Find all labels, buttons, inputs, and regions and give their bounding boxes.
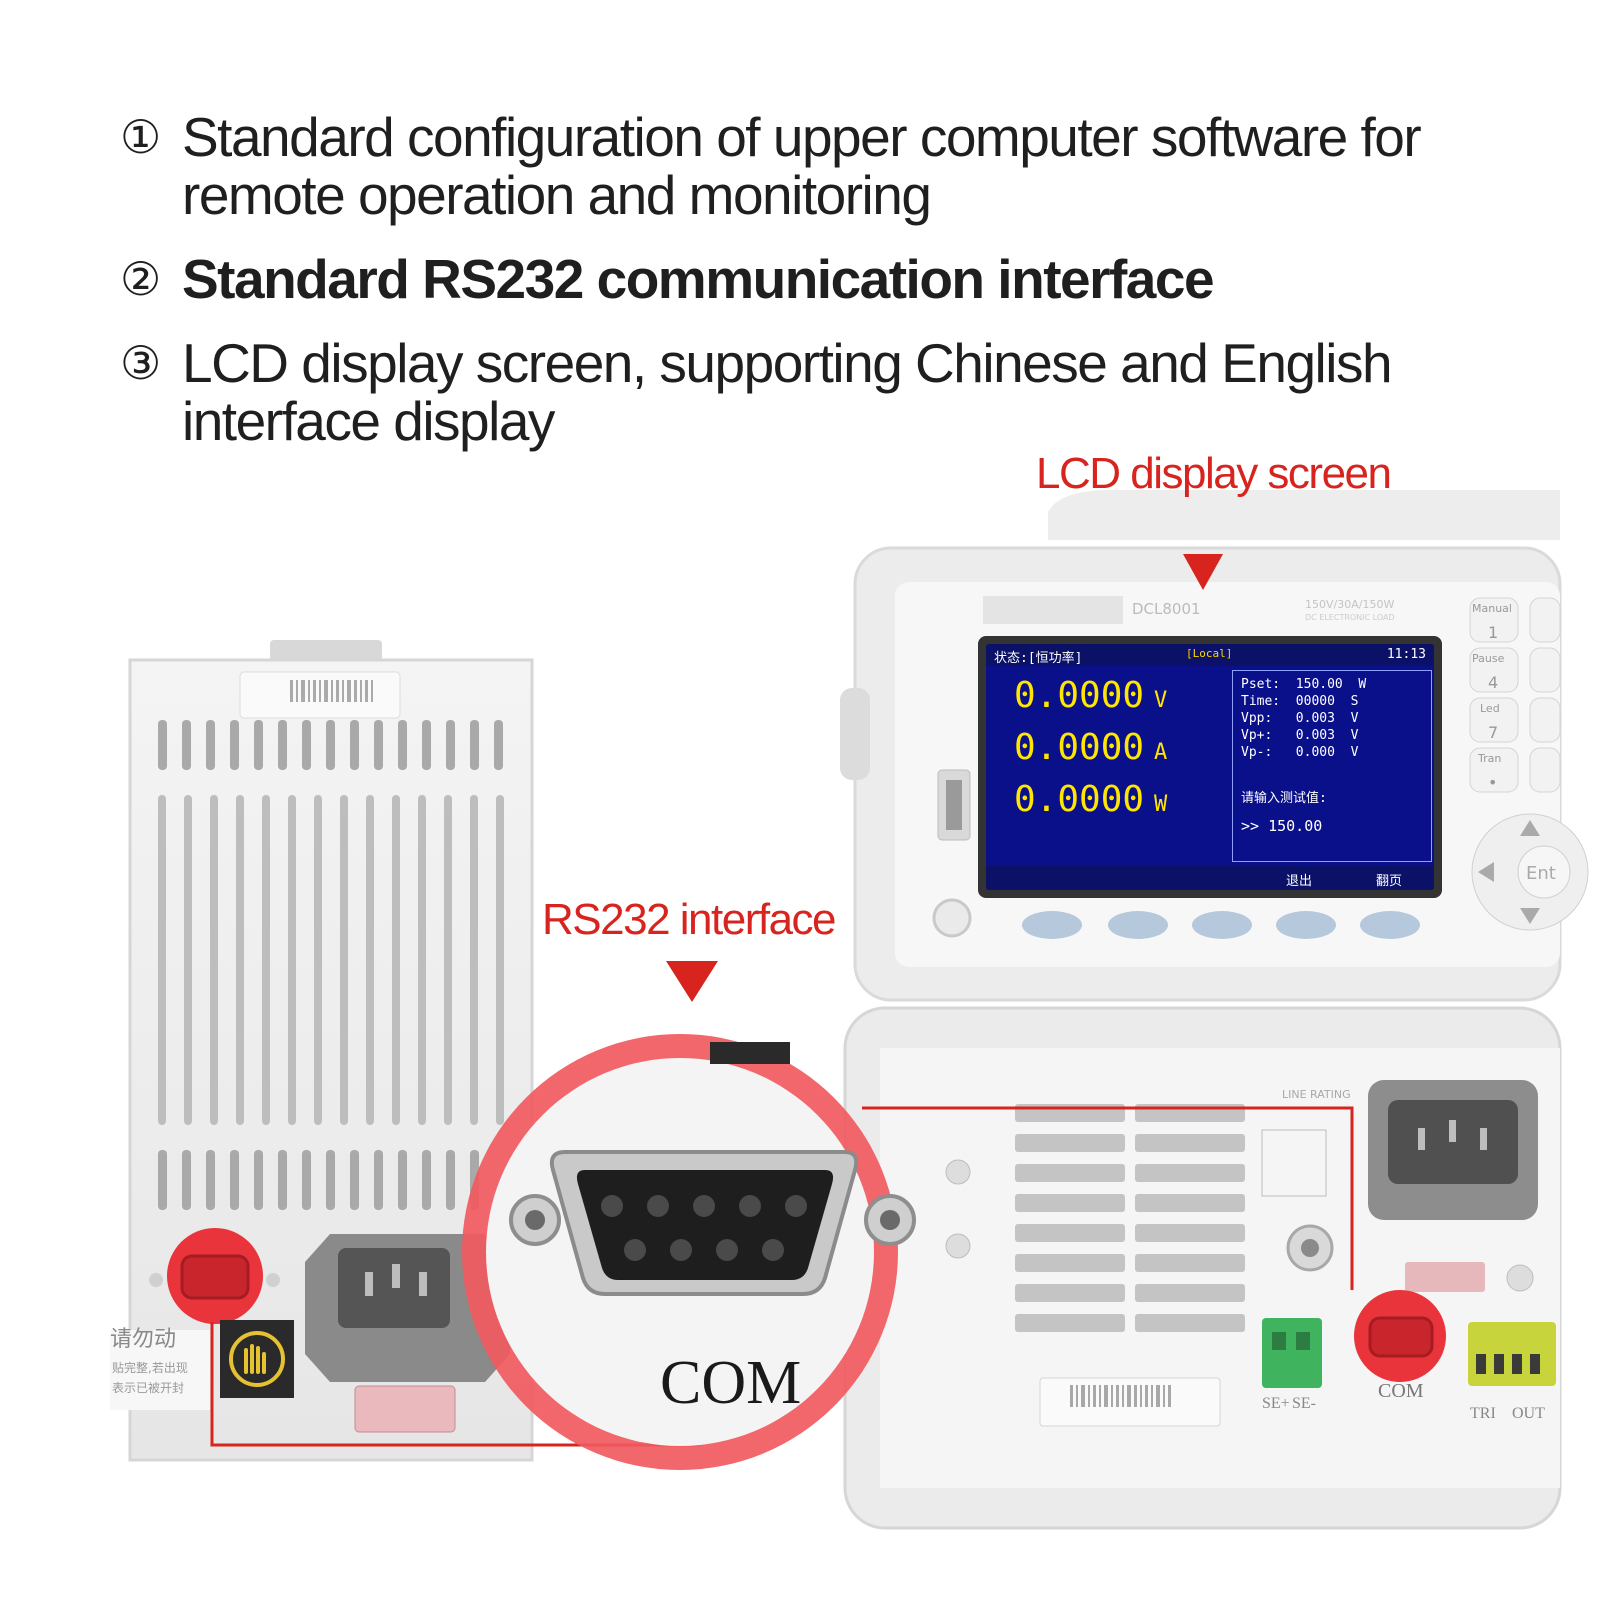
feature-2-number: ② — [120, 253, 162, 305]
svg-text:Manual: Manual — [1472, 602, 1512, 615]
param-vpp: Vpp: 0.003 V — [1241, 711, 1359, 726]
out-label: OUT — [1512, 1405, 1545, 1422]
current-reading: 0.0000 A — [1014, 730, 1167, 771]
keypad: Manual 1 Pause 4 Led 7 Tran • Ent — [1469, 597, 1589, 931]
svg-text:Led: Led — [1480, 702, 1500, 715]
svg-text:贴完整,若出现: 贴完整,若出现 — [112, 1360, 188, 1375]
rs232-callout: RS232 interface — [542, 895, 837, 944]
left-unit: 请勿动 贴完整,若出现 表示已被开封 — [110, 640, 534, 1462]
com-zoom-label: COM — [660, 1349, 802, 1417]
svg-text:Tran: Tran — [1477, 752, 1501, 765]
param-pset: Pset: 150.00 W — [1241, 677, 1367, 692]
svg-text:1: 1 — [1488, 623, 1498, 642]
rear-vents — [1015, 1104, 1245, 1332]
lcd-prompt: 请输入测试值: — [1241, 791, 1327, 806]
power-button-icon — [932, 898, 972, 938]
feature-1: ① Standard configuration of upper comput… — [120, 108, 1540, 224]
feature-2: ② Standard RS232 communication interface — [120, 250, 1540, 308]
lcd-top-bar: 状态:[恒功率] [Local] 11:13 — [986, 644, 1434, 666]
current-unit: A — [1154, 740, 1168, 765]
svg-text:•: • — [1488, 773, 1497, 792]
ac-inlet-right — [1368, 1080, 1538, 1220]
feature-2-text: Standard RS232 communication interface — [182, 248, 1215, 310]
feature-3-number: ③ — [120, 337, 162, 389]
softkey-exit: 退出 — [1286, 874, 1313, 889]
vent-slots-top — [158, 720, 503, 770]
voltage-unit: V — [1154, 688, 1168, 713]
svg-text:Ent: Ent — [1526, 863, 1556, 884]
usb-port — [937, 769, 971, 841]
barcode — [290, 680, 373, 702]
model-label: DCL8001 — [1132, 600, 1201, 618]
se-minus-label: SE- — [1292, 1395, 1316, 1412]
feature-1-text: Standard configuration of upper computer… — [182, 106, 1422, 226]
power-reading: 0.0000 W — [1014, 782, 1167, 823]
bnc-connector — [1286, 1224, 1334, 1272]
current-value: 0.0000 — [1014, 727, 1145, 768]
lcd-arrow-icon — [1183, 554, 1223, 590]
ac-inlet-left — [305, 1234, 510, 1382]
softkeys — [1022, 911, 1420, 939]
param-vp-minus: Vp-: 0.000 V — [1241, 745, 1359, 760]
trigger-terminal — [1468, 1322, 1556, 1386]
power-value: 0.0000 — [1014, 779, 1145, 820]
sense-terminal — [1262, 1318, 1322, 1388]
feature-1-number: ① — [120, 111, 162, 163]
feature-3-text: LCD display screen, supporting Chinese a… — [182, 332, 1393, 452]
svg-text:DC ELECTRONIC LOAD: DC ELECTRONIC LOAD — [1305, 613, 1395, 622]
tri-label: TRI — [1470, 1405, 1496, 1422]
power-unit: W — [1154, 792, 1168, 817]
svg-text:Pause: Pause — [1472, 652, 1505, 665]
com-small-label: COM — [1378, 1380, 1424, 1402]
lcd-callout: LCD display screen — [1036, 449, 1392, 498]
voltage-reading: 0.0000 V — [1014, 678, 1167, 719]
svg-text:4: 4 — [1488, 673, 1498, 692]
se-plus-label: SE+ — [1262, 1395, 1290, 1412]
rear-device: LINE RATING SE+ SE- TRI OUT — [843, 1006, 1562, 1530]
feature-list: ① Standard configuration of upper comput… — [120, 108, 1540, 476]
vent-slots-middle — [158, 795, 504, 1125]
rs232-zoom — [462, 1034, 916, 1470]
hand-warning-icon — [220, 1320, 294, 1398]
softkey-page: 翻页 — [1376, 874, 1403, 889]
lcd-param-panel: Pset: 150.00 W Time: 00000 S Vpp: 0.003 … — [1232, 670, 1432, 862]
rs232-arrow-icon — [666, 961, 718, 1002]
feature-3: ③ LCD display screen, supporting Chinese… — [120, 334, 1540, 450]
lcd-mode: [Local] — [1186, 647, 1233, 660]
line-rating-label: LINE RATING — [1282, 1088, 1351, 1101]
svg-text:7: 7 — [1488, 723, 1498, 742]
lcd-clock: 11:13 — [1386, 647, 1426, 662]
param-time: Time: 00000 S — [1241, 694, 1359, 709]
svg-text:请勿动: 请勿动 — [110, 1327, 176, 1352]
lcd-input: >> 150.00 — [1241, 817, 1323, 835]
ratings-label: 150V/30A/150W — [1305, 598, 1394, 611]
param-vp-plus: Vp+: 0.003 V — [1241, 728, 1359, 743]
lcd-softkey-bar: 退出 翻页 — [986, 866, 1434, 890]
connector-lines — [210, 1106, 1354, 1447]
lcd-status: 状态:[恒功率] — [994, 651, 1083, 666]
voltage-value: 0.0000 — [1014, 675, 1145, 716]
db9-pins — [601, 1195, 807, 1261]
svg-text:表示已被开封: 表示已被开封 — [112, 1381, 184, 1395]
